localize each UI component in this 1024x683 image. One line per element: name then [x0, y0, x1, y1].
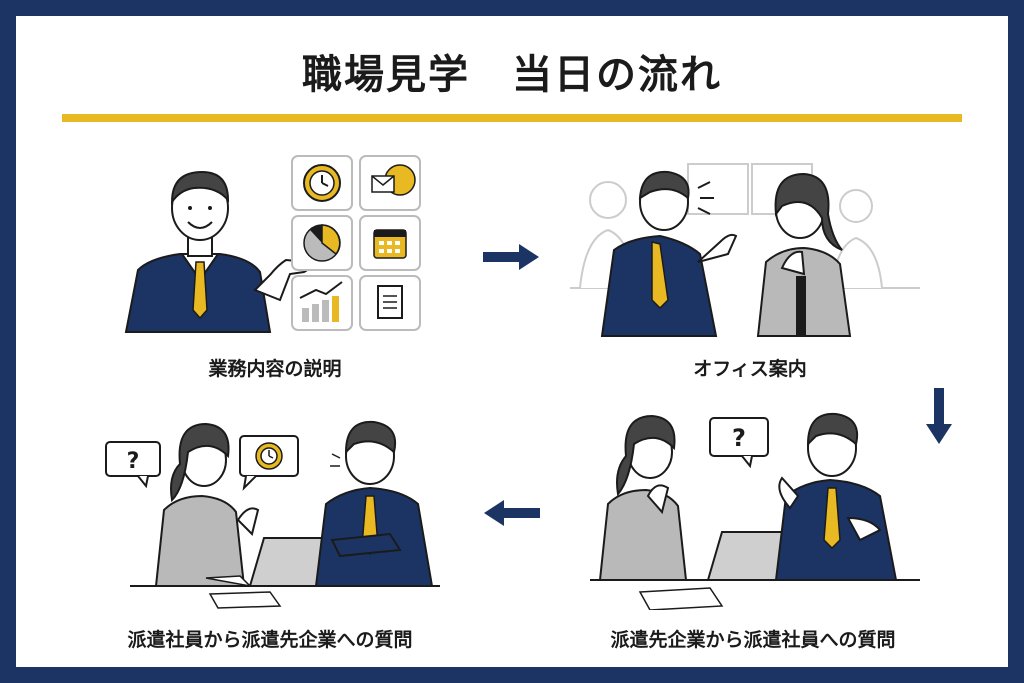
clock-bubble	[239, 435, 299, 491]
document-icon	[377, 285, 403, 319]
question-bubble: ?	[105, 441, 161, 489]
arrow-down-icon	[926, 388, 952, 444]
step1-caption: 業務内容の説明	[208, 358, 342, 380]
question-mark: ?	[127, 449, 140, 474]
globe-mail-icon	[371, 164, 416, 196]
bar-chart-icon	[299, 281, 343, 322]
step1-illustration	[124, 155, 421, 333]
female-staff-figure	[154, 422, 260, 588]
pie-chart-icon	[303, 224, 341, 262]
question-mark: ?	[732, 424, 746, 452]
step2-illustration	[570, 163, 920, 337]
step4-illustration: ?	[105, 420, 440, 609]
clock-icon	[255, 442, 283, 470]
arrow-right-icon	[483, 244, 539, 270]
guide-figure	[600, 170, 738, 337]
calendar-icon	[373, 229, 407, 259]
presenter-figure	[124, 170, 311, 333]
male-manager-figure	[314, 420, 434, 587]
arrow-left-icon	[484, 500, 540, 526]
title-underline	[62, 114, 962, 122]
page-title: 職場見学 当日の流れ	[302, 52, 722, 98]
step4-caption: 派遣社員から派遣先企業への質問	[127, 629, 413, 651]
female-staff-figure	[598, 414, 688, 581]
step3-illustration: ?	[590, 412, 920, 610]
step3-caption: 派遣先企業から派遣社員への質問	[610, 629, 896, 651]
male-manager-figure	[774, 412, 898, 581]
question-bubble: ?	[709, 417, 769, 469]
clock-icon	[303, 164, 341, 202]
visitor-figure	[756, 172, 852, 337]
step2-caption: オフィス案内	[693, 358, 807, 380]
